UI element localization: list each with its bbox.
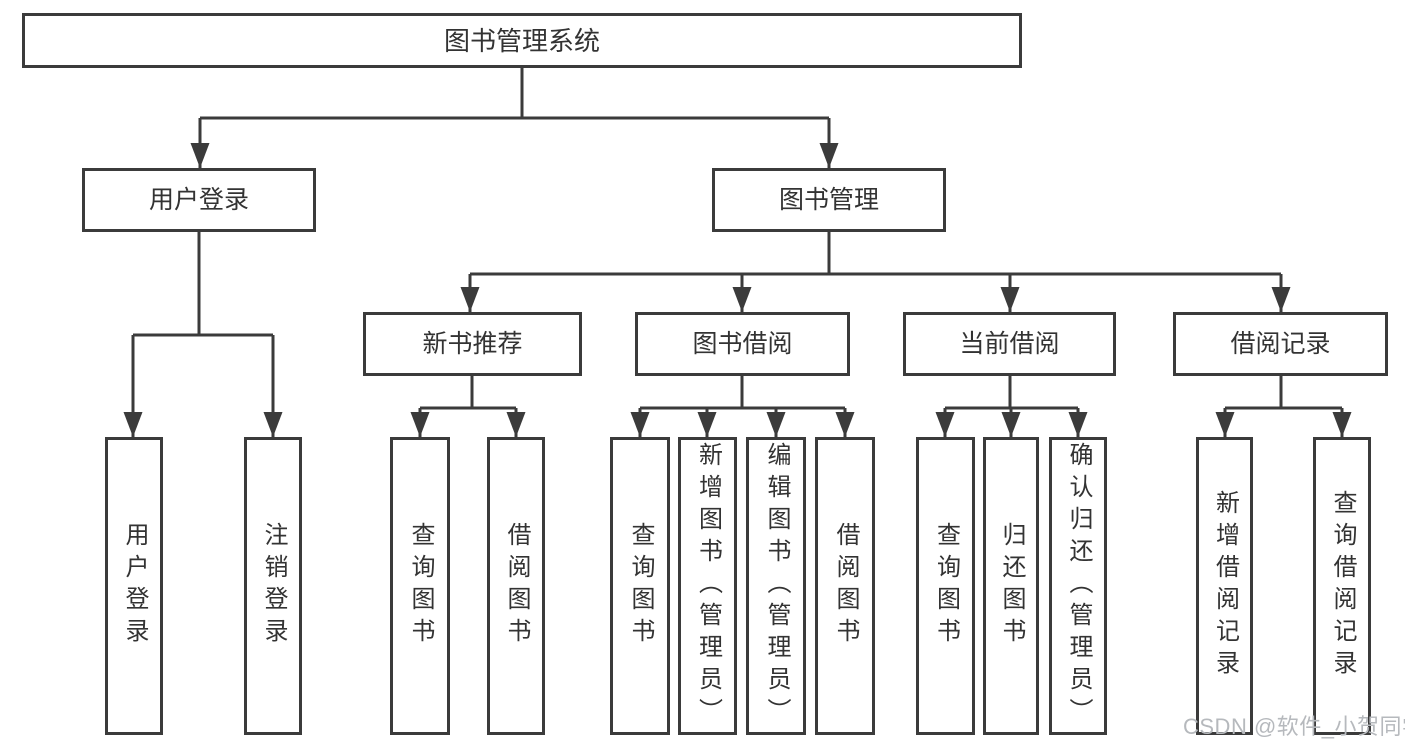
node-book-management-branch: 图书管理 [712, 168, 946, 232]
leaf-user-login-label: 用户登录 [121, 522, 148, 650]
leaf-edit-book-admin: 编辑图书（管理员） [746, 437, 806, 735]
arrowhead-icon [766, 412, 786, 437]
leaf-query-books-current-label: 查询图书 [932, 522, 960, 650]
node-user-login-branch: 用户登录 [82, 168, 316, 232]
node-book-borrowing: 图书借阅 [635, 312, 850, 376]
leaf-query-books-current: 查询图书 [916, 437, 975, 735]
leaf-add-book-admin: 新增图书（管理员） [678, 437, 737, 735]
leaf-logout-label: 注销登录 [260, 522, 287, 650]
leaf-confirm-return-admin-label: 确认归还（管理员） [1065, 442, 1092, 730]
arrowhead-icon [410, 412, 430, 437]
leaf-borrow-books-recommend: 借阅图书 [487, 437, 545, 735]
arrowhead-icon [935, 412, 955, 437]
leaf-add-borrow-record-label: 新增借阅记录 [1211, 490, 1239, 682]
leaf-query-borrow-record: 查询借阅记录 [1313, 437, 1371, 735]
watermark: CSDN @软件_小贺同学 [1183, 714, 1405, 739]
arrowhead-icon [630, 412, 650, 437]
arrowhead-icon [835, 412, 855, 437]
leaf-borrow-books-recommend-label: 借阅图书 [503, 522, 530, 650]
leaf-edit-book-admin-label: 编辑图书（管理员） [763, 442, 790, 730]
leaf-add-borrow-record: 新增借阅记录 [1196, 437, 1253, 735]
arrowhead-icon [732, 287, 752, 312]
node-new-book-recommendation-label: 新书推荐 [422, 329, 523, 358]
leaf-borrow-books-borrowing-label: 借阅图书 [832, 522, 859, 650]
node-user-login-branch-label: 用户登录 [148, 185, 249, 214]
arrowhead-icon [1215, 412, 1235, 437]
node-new-book-recommendation: 新书推荐 [363, 312, 582, 376]
arrowhead-icon [460, 287, 480, 312]
leaf-query-books-recommend-label: 查询图书 [407, 522, 434, 650]
arrowhead-icon [1000, 287, 1020, 312]
arrowhead-icon [1271, 287, 1291, 312]
arrowhead-icon [697, 412, 717, 437]
arrowhead-icon [1001, 412, 1021, 437]
leaf-query-books-recommend: 查询图书 [390, 437, 450, 735]
leaf-query-books-borrowing-label: 查询图书 [627, 522, 654, 650]
leaf-return-book-label: 归还图书 [998, 522, 1025, 650]
node-borrowing-records: 借阅记录 [1173, 312, 1388, 376]
arrowhead-icon [263, 412, 283, 437]
leaf-return-book: 归还图书 [983, 437, 1039, 735]
arrowhead-icon [123, 412, 143, 437]
leaf-query-borrow-record-label: 查询借阅记录 [1329, 490, 1356, 682]
arrowhead-icon [190, 143, 210, 168]
node-current-borrowing-label: 当前借阅 [959, 329, 1060, 358]
arrowhead-icon [819, 143, 839, 168]
node-book-management-branch-label: 图书管理 [778, 185, 879, 214]
leaf-query-books-borrowing: 查询图书 [610, 437, 670, 735]
node-root: 图书管理系统 [22, 13, 1022, 68]
leaf-logout: 注销登录 [244, 437, 302, 735]
node-current-borrowing: 当前借阅 [903, 312, 1116, 376]
leaf-add-book-admin-label: 新增图书（管理员） [694, 442, 722, 730]
node-book-borrowing-label: 图书借阅 [692, 329, 793, 358]
node-root-label: 图书管理系统 [443, 25, 600, 56]
node-borrowing-records-label: 借阅记录 [1230, 329, 1331, 358]
arrowhead-icon [1332, 412, 1352, 437]
leaf-borrow-books-borrowing: 借阅图书 [815, 437, 875, 735]
arrowhead-icon [1068, 412, 1088, 437]
leaf-user-login: 用户登录 [105, 437, 163, 735]
leaf-confirm-return-admin: 确认归还（管理员） [1049, 437, 1107, 735]
arrowhead-icon [506, 412, 526, 437]
